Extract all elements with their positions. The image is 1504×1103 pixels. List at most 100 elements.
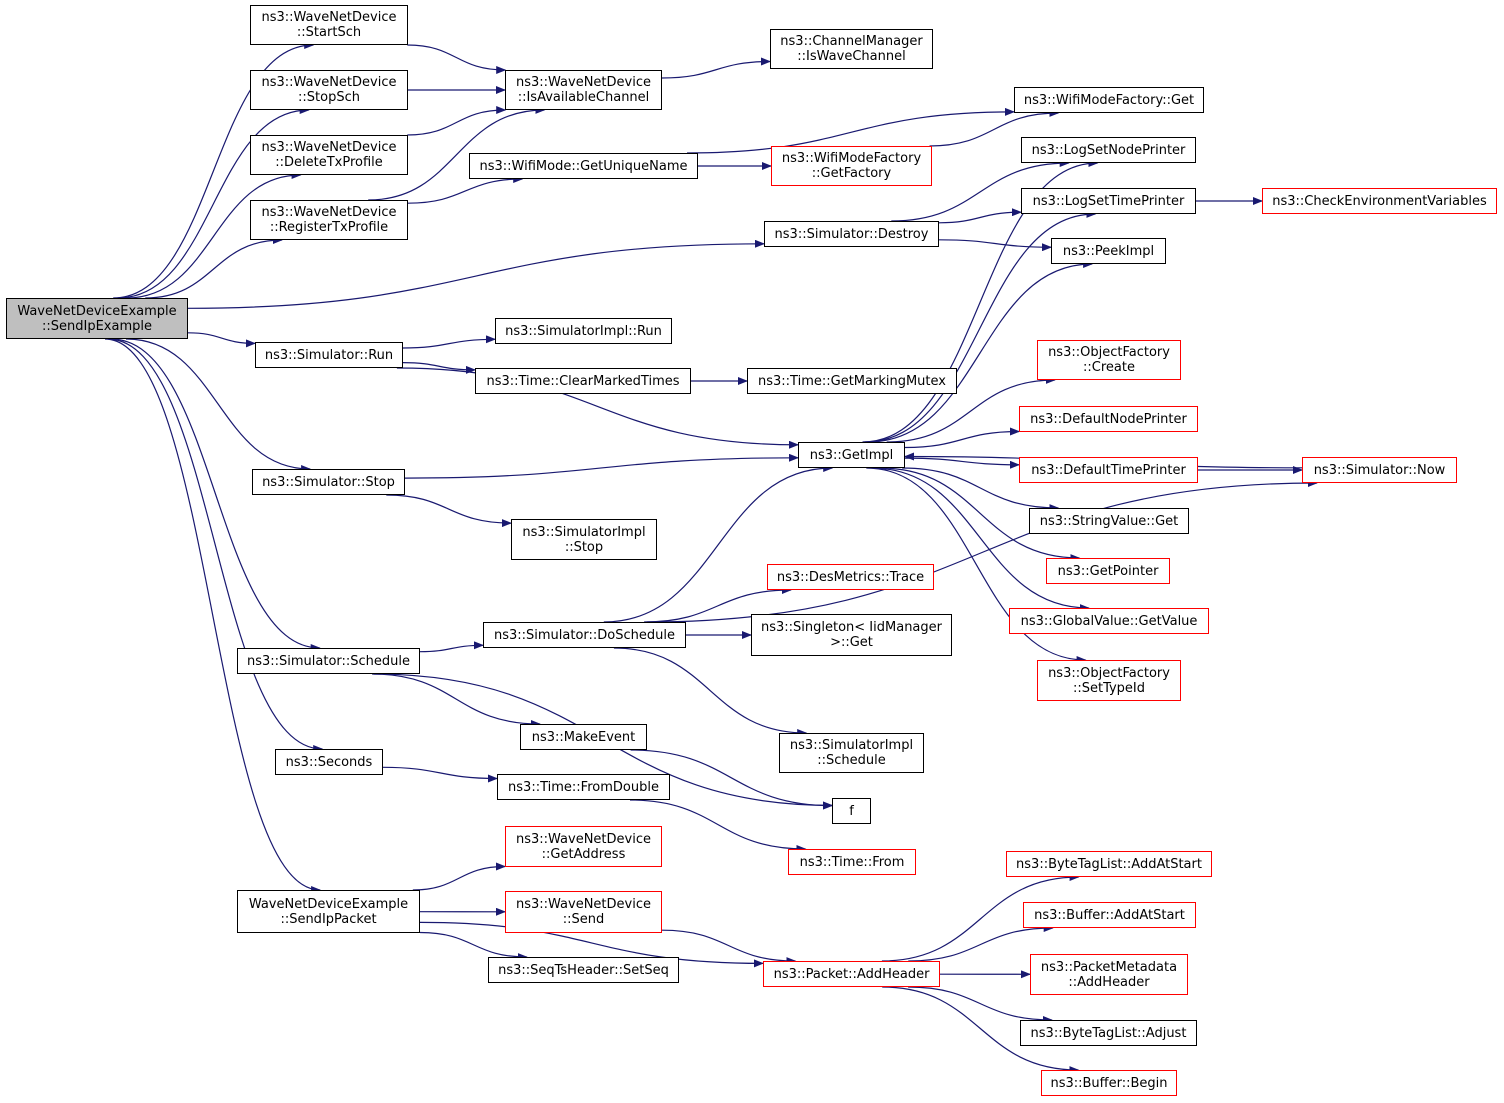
edge-makeevent-to-f	[630, 749, 833, 810]
node-addheader[interactable]: ns3::Packet::AddHeader	[763, 961, 940, 987]
node-label: ns3::WaveNetDevice	[261, 10, 397, 25]
node-stringvalueget[interactable]: ns3::StringValue::Get	[1029, 508, 1189, 534]
edge-getimpl-to-globalvalueget	[871, 467, 1090, 612]
node-getimpl[interactable]: ns3::GetImpl	[798, 442, 905, 468]
node-label: ns3::WifiMode::GetUniqueName	[479, 158, 688, 174]
node-stopsch[interactable]: ns3::WaveNetDevice::StopSch	[250, 70, 408, 110]
node-simnow[interactable]: ns3::Simulator::Now	[1302, 457, 1457, 483]
node-label: ::StartSch	[296, 25, 362, 40]
node-deletetx[interactable]: ns3::WaveNetDevice::DeleteTxProfile	[250, 135, 408, 175]
node-simrun[interactable]: ns3::Simulator::Run	[255, 342, 403, 368]
node-label: ns3::WaveNetDevice	[261, 205, 397, 220]
edge-wavesend-to-addheader	[661, 929, 797, 965]
node-label: ns3::WaveNetDevice	[515, 75, 651, 90]
edge-root-to-deletetx	[126, 171, 302, 299]
node-startsch[interactable]: ns3::WaveNetDevice::StartSch	[250, 5, 408, 45]
node-label: ns3::DesMetrics::Trace	[776, 569, 925, 585]
node-singletonget[interactable]: ns3::Singleton< IidManager>::Get	[751, 614, 952, 656]
node-makeevent[interactable]: ns3::MakeEvent	[520, 724, 647, 750]
edge-schedule-to-doschedule	[419, 641, 484, 653]
node-label: ns3::PeekImpl	[1062, 243, 1155, 259]
node-setseq[interactable]: ns3::SeqTsHeader::SetSeq	[488, 957, 679, 983]
node-label: ns3::Buffer::Begin	[1050, 1075, 1168, 1091]
node-getmarkingmutex[interactable]: ns3::Time::GetMarkingMutex	[747, 368, 957, 394]
edge-destroy-to-logsetnodeprinter	[891, 159, 1070, 222]
node-simimplstop[interactable]: ns3::SimulatorImpl::Stop	[511, 519, 657, 560]
node-wifimodefactoryget[interactable]: ns3::WifiModeFactory::Get	[1014, 87, 1204, 113]
node-pmaddheader[interactable]: ns3::PacketMetadata::AddHeader	[1030, 954, 1188, 995]
node-timefrom[interactable]: ns3::Time::From	[788, 849, 916, 875]
node-label: ns3::MakeEvent	[531, 729, 636, 745]
node-simimplschedule[interactable]: ns3::SimulatorImpl::Schedule	[779, 733, 924, 773]
node-getuniquename[interactable]: ns3::WifiMode::GetUniqueName	[469, 153, 698, 179]
edge-addheader-to-bufferbegin	[882, 986, 1080, 1074]
edge-simstop-to-simimplstop	[386, 494, 512, 528]
node-registertx[interactable]: ns3::WaveNetDevice::RegisterTxProfile	[250, 200, 408, 240]
edge-doschedule-to-simimplschedule	[613, 647, 808, 737]
node-label: ::Create	[1083, 360, 1135, 375]
node-logsettimeprinter[interactable]: ns3::LogSetTimePrinter	[1021, 188, 1196, 214]
node-simimplrun[interactable]: ns3::SimulatorImpl::Run	[495, 318, 672, 344]
node-clearmarked[interactable]: ns3::Time::ClearMarkedTimes	[475, 368, 691, 394]
node-sendippacket[interactable]: WaveNetDeviceExample::SendIpPacket	[237, 890, 420, 933]
edge-fromdouble-to-timefrom	[629, 799, 807, 853]
node-label: ns3::WaveNetDevice	[515, 897, 651, 912]
node-getfactory[interactable]: ns3::WifiModeFactory::GetFactory	[771, 146, 932, 186]
node-fromdouble[interactable]: ns3::Time::FromDouble	[497, 774, 670, 800]
node-label: ns3::LogSetTimePrinter	[1032, 193, 1185, 209]
node-label: ns3::ObjectFactory	[1048, 665, 1170, 681]
node-defaultnodeprinter[interactable]: ns3::DefaultNodePrinter	[1019, 406, 1198, 432]
node-label: ns3::Singleton< IidManager	[760, 620, 942, 635]
node-label: ns3::WaveNetDevice	[261, 75, 397, 90]
node-logsetnodeprinter[interactable]: ns3::LogSetNodePrinter	[1021, 137, 1196, 163]
edge-seconds-to-fromdouble	[382, 766, 498, 783]
node-destrace[interactable]: ns3::DesMetrics::Trace	[767, 564, 934, 590]
node-destroy[interactable]: ns3::Simulator::Destroy	[764, 221, 939, 247]
node-schedule[interactable]: ns3::Simulator::Schedule	[237, 648, 420, 674]
node-label: ns3::Time::GetMarkingMutex	[758, 373, 946, 389]
edge-getimpl-to-peekimpl	[867, 260, 1094, 443]
node-bytetagaddatstart[interactable]: ns3::ByteTagList::AddAtStart	[1006, 851, 1212, 877]
edge-root-to-destroy	[187, 239, 765, 309]
node-label: ns3::ChannelManager	[780, 34, 923, 49]
node-label: ns3::Seconds	[285, 754, 373, 770]
node-simstop[interactable]: ns3::Simulator::Stop	[252, 469, 405, 495]
edge-getimpl-to-objfactorycreate	[886, 376, 1056, 443]
edge-sendippacket-to-getaddress	[412, 862, 506, 891]
node-doschedule[interactable]: ns3::Simulator::DoSchedule	[483, 622, 686, 648]
node-bytetagadjust[interactable]: ns3::ByteTagList::Adjust	[1020, 1020, 1197, 1046]
node-getaddress[interactable]: ns3::WaveNetDevice::GetAddress	[505, 826, 662, 867]
node-objfactorycreate[interactable]: ns3::ObjectFactory::Create	[1037, 340, 1181, 380]
node-label: WaveNetDeviceExample	[248, 896, 409, 912]
node-label: ns3::Time::FromDouble	[508, 779, 659, 795]
node-settypeid[interactable]: ns3::ObjectFactory::SetTypeId	[1037, 660, 1181, 701]
node-getpointer[interactable]: ns3::GetPointer	[1046, 558, 1170, 584]
edge-doschedule-to-destrace	[644, 586, 792, 623]
node-globalvalueget[interactable]: ns3::GlobalValue::GetValue	[1009, 608, 1209, 634]
node-label: ns3::Buffer::AddAtStart	[1034, 907, 1185, 923]
node-label: ns3::CheckEnvironmentVariables	[1272, 193, 1487, 209]
edge-sendippacket-to-setseq	[419, 931, 528, 961]
node-label: ns3::DefaultTimePrinter	[1031, 462, 1186, 478]
node-defaulttimeprinter[interactable]: ns3::DefaultTimePrinter	[1019, 457, 1198, 483]
node-checkenv[interactable]: ns3::CheckEnvironmentVariables	[1262, 188, 1497, 214]
node-label: ::SendIpPacket	[280, 911, 377, 927]
node-label: ::StopSch	[298, 90, 360, 105]
node-label: ns3::Time::From	[799, 854, 905, 870]
node-f[interactable]: f	[832, 798, 871, 824]
node-label: ::GetAddress	[541, 846, 626, 862]
node-seconds[interactable]: ns3::Seconds	[275, 749, 383, 775]
edge-root-to-schedule	[110, 338, 321, 652]
edge-root-to-registertx	[145, 236, 283, 299]
edge-destroy-to-peekimpl	[938, 239, 1052, 252]
node-label: ns3::Packet::AddHeader	[773, 966, 930, 982]
node-label: ns3::WaveNetDevice	[515, 831, 651, 847]
node-bufferaddatstart[interactable]: ns3::Buffer::AddAtStart	[1023, 902, 1196, 928]
edge-root-to-sendippacket	[104, 338, 322, 894]
edge-root-to-startsch	[113, 41, 315, 299]
node-wavesend[interactable]: ns3::WaveNetDevice::Send	[505, 891, 662, 933]
node-peekimpl[interactable]: ns3::PeekImpl	[1051, 238, 1166, 264]
node-iswavechannel[interactable]: ns3::ChannelManager::IsWaveChannel	[770, 29, 933, 69]
node-bufferbegin[interactable]: ns3::Buffer::Begin	[1041, 1070, 1177, 1096]
node-isavailable[interactable]: ns3::WaveNetDevice::IsAvailableChannel	[505, 70, 662, 110]
